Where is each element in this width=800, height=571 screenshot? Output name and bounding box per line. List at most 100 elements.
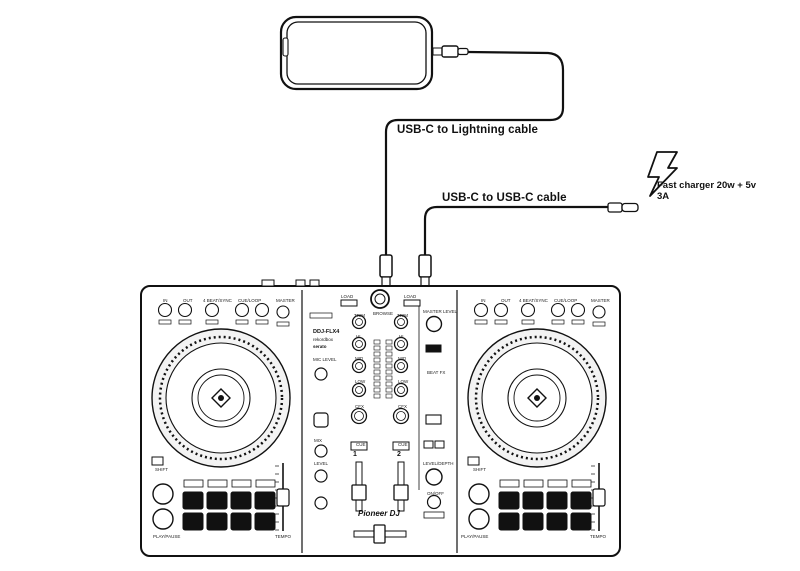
headphones-level-knob	[314, 469, 328, 483]
deck-left-performance-pad	[230, 512, 252, 531]
browse-knob-cap	[374, 293, 386, 305]
deck-left-button-tag	[158, 319, 172, 325]
level-meter-segment	[373, 387, 381, 393]
fx-on-button	[426, 494, 442, 510]
level-meter-segment	[385, 381, 393, 387]
level-meter-segment	[373, 345, 381, 351]
deck-left-button-tag	[276, 321, 290, 327]
brand-logo-text: Pioneer DJ	[358, 509, 400, 518]
headphones-cue-button	[313, 412, 329, 428]
deck-right-master-label: MASTER	[591, 298, 610, 303]
deck-right-performance-pad	[570, 491, 592, 510]
beat-fx-label: BEAT FX	[427, 370, 446, 375]
deck-left-button-tag	[235, 319, 249, 325]
channel-1-knob-cap	[355, 318, 363, 326]
beat-fx-select	[425, 414, 442, 425]
headphones-level-label: LEVEL	[314, 461, 329, 466]
mic-level-label: MIC LEVEL	[313, 357, 337, 362]
load-2-label: LOAD	[404, 294, 417, 299]
deck-left-performance-pad	[206, 491, 228, 510]
deck-left-shift-button	[151, 456, 164, 466]
level-meter-segment	[373, 351, 381, 357]
level-meter-segment	[385, 357, 393, 363]
level-depth-knob	[425, 468, 443, 486]
deck-right-cue-loop-label: CUE/LOOP	[554, 298, 578, 303]
deck-left-play-button	[152, 508, 174, 530]
fx-on-off-label: ON/OFF	[427, 491, 444, 496]
channel-1-knob-cap	[355, 340, 363, 348]
deck-right-performance-pad	[546, 512, 568, 531]
level-meter-segment	[385, 369, 393, 375]
level-meter-segment	[385, 363, 393, 369]
level-meter-segment	[373, 339, 381, 345]
deck-left-top-button	[234, 302, 250, 318]
usbc-charger-plug	[607, 202, 639, 213]
level-meter-segment	[373, 357, 381, 363]
deck-right-performance-pad	[522, 491, 544, 510]
deck-left-performance-pad	[182, 491, 204, 510]
headphones-mix-label: MIX	[314, 438, 323, 443]
channel-1-knob-cap	[355, 386, 363, 394]
hi-2-label: HI	[399, 334, 404, 339]
deck-right-button-tag	[592, 321, 606, 327]
phone	[279, 15, 434, 91]
deck-left-cue-button	[152, 483, 174, 505]
level-meter-segment	[373, 363, 381, 369]
deck-left-button-tag	[205, 319, 219, 325]
load-2-button	[403, 299, 421, 307]
deck-left-pad-mode-button	[255, 479, 276, 488]
deck-right-top-button	[493, 302, 509, 318]
channel-1-knob-cap	[355, 362, 363, 370]
deck-right	[467, 302, 607, 531]
deck-left-cue-loop-label: CUE/LOOP	[238, 298, 262, 303]
deck-right-top-button	[550, 302, 566, 318]
mid-2-label: MID	[398, 356, 407, 361]
beat-right-button	[434, 440, 445, 449]
deck-right-cue-button	[468, 483, 490, 505]
deck-left	[151, 302, 291, 531]
deck-left-play-label: PLAY/PAUSE	[153, 534, 181, 539]
deck-right-top-button	[473, 302, 489, 318]
lightning-bolt-icon	[647, 151, 678, 197]
lightning-cable	[384, 50, 565, 255]
deck-left-performance-pad	[182, 512, 204, 531]
level-meter-segment	[385, 387, 393, 393]
deck-right-pad-mode-button	[571, 479, 592, 488]
deck-right-in-label: IN	[481, 298, 486, 303]
deck-right-tempo-fader	[592, 488, 606, 507]
deck-left-in-label: IN	[163, 298, 168, 303]
deck-right-pad-mode-button	[523, 479, 544, 488]
level-depth-label: LEVEL/DEPTH	[423, 461, 454, 466]
channel-2-fader-cap	[393, 484, 409, 501]
master-level-label: MASTER LEVEL	[423, 309, 458, 314]
level-meter-segment	[373, 375, 381, 381]
deck-left-performance-pad	[206, 512, 228, 531]
deck-left-top-button	[204, 302, 220, 318]
cfx-2-label: CFX	[398, 404, 407, 409]
deck-right-button-tag	[474, 319, 488, 325]
level-meter-segment	[385, 375, 393, 381]
deck-right-pad-mode-button	[499, 479, 520, 488]
software-serato-label: serato	[313, 344, 327, 349]
headphones-mix-knob	[314, 444, 328, 458]
low-1-label: LOW	[355, 379, 366, 384]
smart-cfx-button	[423, 511, 445, 519]
deck-right-performance-pad	[546, 491, 568, 510]
channel-2-cue-button	[392, 441, 410, 451]
channel-2-knob-cap	[397, 386, 405, 394]
crossfader-cap	[373, 524, 386, 544]
deck-right-button-tag	[521, 319, 535, 325]
deck-left-performance-pad	[230, 491, 252, 510]
trim-2-label: TRIM	[397, 313, 408, 318]
deck-right-tempo-label: TEMPO	[590, 534, 607, 539]
level-meter-segment	[373, 369, 381, 375]
deck-left-tempo-fader	[276, 488, 290, 507]
deck-right-performance-pad	[498, 512, 520, 531]
load-1-label: LOAD	[341, 294, 354, 299]
level-meter-segment	[385, 351, 393, 357]
deck-right-performance-pad	[522, 512, 544, 531]
deck-right-top-button	[520, 302, 536, 318]
deck-left-top-button	[276, 305, 290, 319]
deck-left-button-tag	[178, 319, 192, 325]
level-meter-segment	[373, 393, 381, 399]
